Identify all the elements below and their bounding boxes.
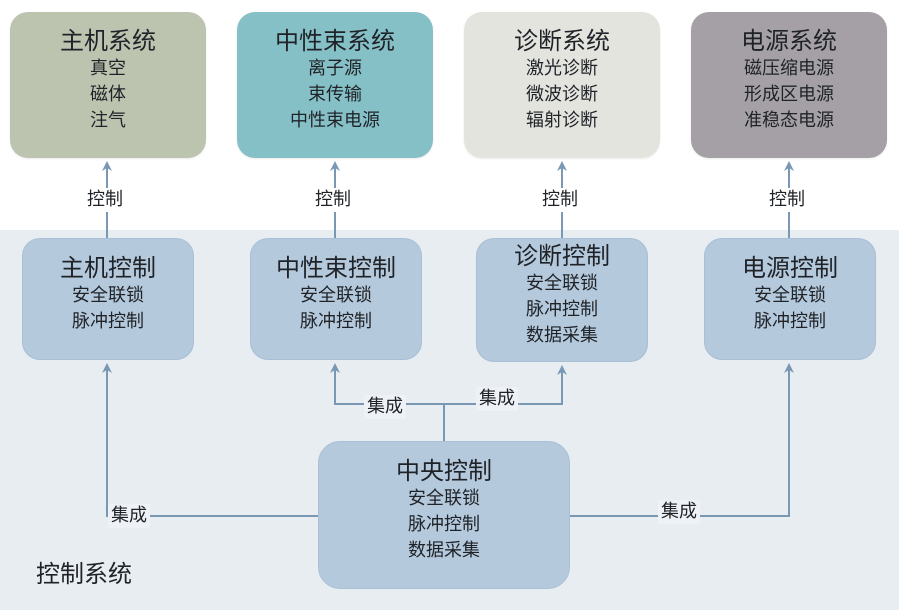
beam-control-title: 中性束控制 (276, 254, 396, 282)
control-label-diag: 控制 (539, 188, 581, 212)
central-control-title: 中央控制 (396, 457, 492, 485)
host-control-item: 安全联锁 (72, 285, 144, 306)
beam-system-item: 束传输 (308, 84, 362, 105)
diag-system-item: 微波诊断 (526, 84, 598, 105)
host-control-item: 脉冲控制 (72, 311, 144, 332)
beam-system-title: 中性束系统 (275, 27, 395, 55)
central-control-item: 安全联锁 (408, 488, 480, 509)
control-label-host: 控制 (84, 188, 126, 212)
control-label-beam: 控制 (312, 188, 354, 212)
diag-system-title: 诊断系统 (514, 27, 610, 55)
beam-control-item: 安全联锁 (300, 285, 372, 306)
arrow-center-to-beam (330, 363, 444, 405)
host-system-item: 磁体 (90, 84, 126, 105)
diag-control-item: 数据采集 (526, 325, 598, 346)
diag-control-item: 脉冲控制 (526, 299, 598, 320)
power-control-item: 脉冲控制 (754, 311, 826, 332)
arrow-center-to-host (102, 363, 318, 517)
beam-control-item: 脉冲控制 (300, 311, 372, 332)
power-system-title: 电源系统 (741, 27, 837, 55)
diag-control-item: 安全联锁 (526, 273, 598, 294)
diag-control-title: 诊断控制 (514, 242, 610, 270)
beam-control-box: 中性束控制 安全联锁 脉冲控制 (250, 238, 422, 360)
power-system-item: 形成区电源 (744, 84, 834, 105)
power-control-title: 电源控制 (742, 254, 838, 282)
diag-control-box: 诊断控制 安全联锁 脉冲控制 数据采集 (476, 238, 648, 362)
central-control-item: 数据采集 (408, 540, 480, 561)
host-control-title: 主机控制 (60, 254, 156, 282)
power-control-box: 电源控制 安全联锁 脉冲控制 (704, 238, 876, 360)
integration-label-beam: 集成 (364, 395, 406, 419)
diag-system-box: 诊断系统 激光诊断 微波诊断 辐射诊断 (464, 12, 660, 158)
control-label-power: 控制 (766, 188, 808, 212)
integration-label-host: 集成 (108, 504, 150, 528)
beam-system-item: 离子源 (308, 58, 362, 79)
host-system-box: 主机系统 真空 磁体 注气 (10, 12, 206, 158)
power-system-item: 磁压缩电源 (744, 58, 834, 79)
host-system-title: 主机系统 (60, 27, 156, 55)
central-control-item: 脉冲控制 (408, 514, 480, 535)
host-control-box: 主机控制 安全联锁 脉冲控制 (22, 238, 194, 360)
power-control-item: 安全联锁 (754, 285, 826, 306)
integration-label-power: 集成 (658, 500, 700, 524)
integration-label-diag: 集成 (476, 387, 518, 411)
power-system-item: 准稳态电源 (744, 110, 834, 131)
central-control-box: 中央控制 安全联锁 脉冲控制 数据采集 (318, 441, 570, 589)
host-system-item: 注气 (90, 110, 126, 131)
diag-system-item: 辐射诊断 (526, 110, 598, 131)
host-system-item: 真空 (90, 58, 126, 79)
diag-system-item: 激光诊断 (526, 58, 598, 79)
beam-system-box: 中性束系统 离子源 束传输 中性束电源 (237, 12, 433, 158)
power-system-box: 电源系统 磁压缩电源 形成区电源 准稳态电源 (691, 12, 887, 158)
arrow-center-to-power (570, 363, 794, 517)
beam-system-item: 中性束电源 (290, 110, 380, 131)
control-system-label: 控制系统 (36, 560, 132, 588)
